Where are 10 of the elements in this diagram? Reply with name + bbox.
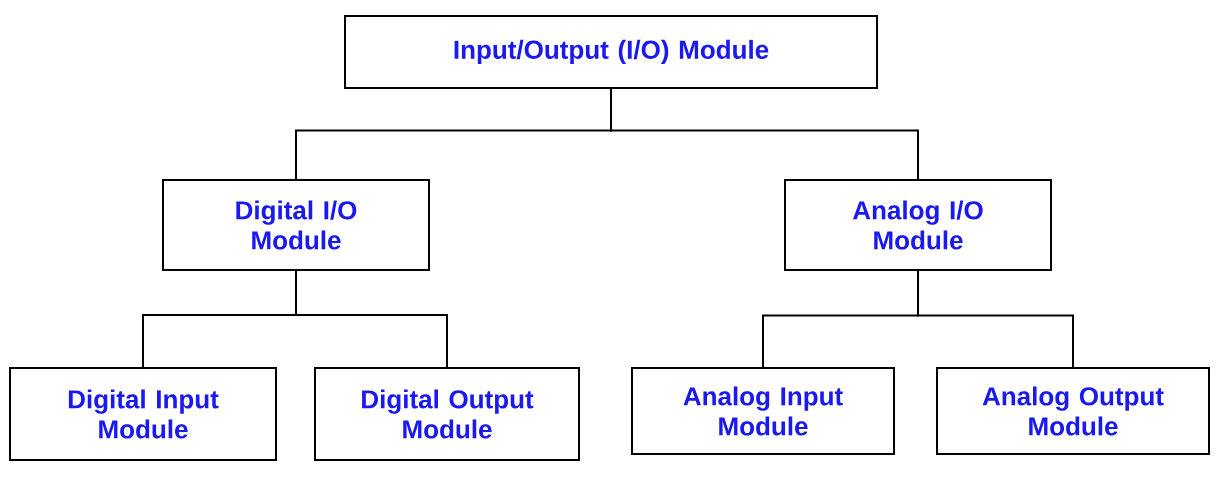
module-box: Analog Output Module	[936, 367, 1210, 455]
connector-line	[610, 88, 919, 180]
connector-line	[917, 270, 1074, 368]
connector-line	[295, 270, 448, 368]
module-box: Analog Input Module	[631, 367, 895, 455]
module-box: Input/Output (I/O) Module	[344, 15, 878, 89]
module-box: Analog I/O Module	[784, 179, 1052, 271]
module-box: Digital I/O Module	[162, 179, 430, 271]
module-box: Digital Output Module	[314, 367, 580, 461]
module-box: Digital Input Module	[9, 367, 277, 461]
